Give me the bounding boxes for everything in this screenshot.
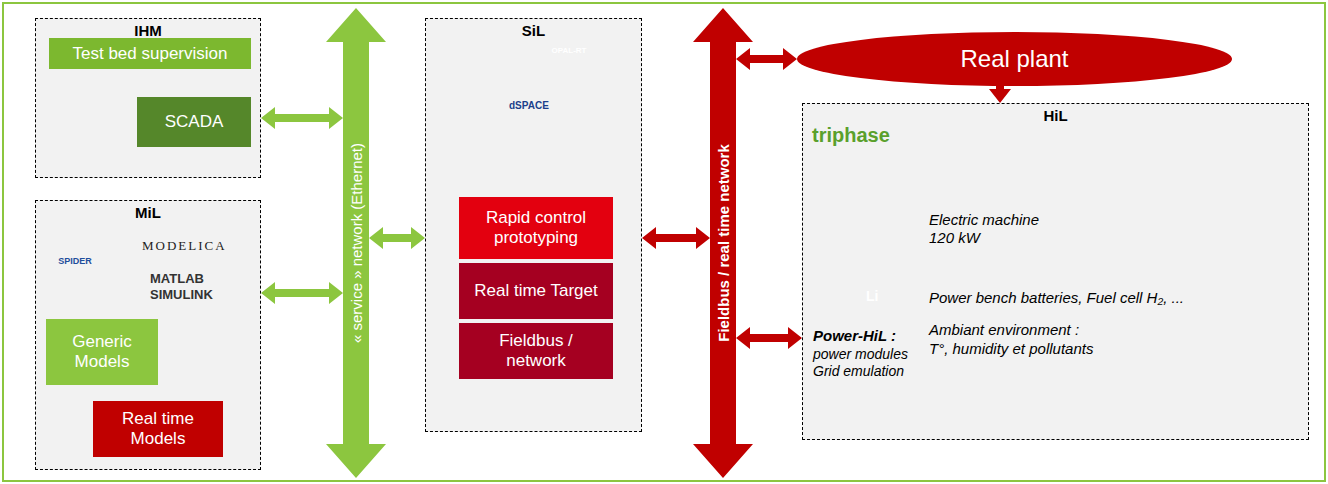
- process-box: Test bed supervision: [49, 38, 251, 69]
- double-arrow: [261, 282, 343, 304]
- double-arrow: [642, 227, 710, 249]
- box-label: SCADA: [165, 112, 224, 132]
- group-heading: HiL: [803, 107, 1308, 124]
- logo-text: OPAL-RT: [549, 46, 589, 55]
- outer-frame-part: [3, 3, 1325, 481]
- bench-note: Power bench batteries, Fuel cell H₂, ...: [929, 289, 1289, 307]
- logo-text: SIMULINK: [150, 287, 213, 302]
- double-arrow: [261, 107, 343, 129]
- group-panel: SiL Rapid control prototypingReal time Ta…: [425, 18, 642, 432]
- box-label: Test bed supervision: [73, 44, 228, 64]
- outer-frame: [3, 3, 1325, 481]
- process-box: SCADA: [137, 97, 251, 147]
- box-label: Fieldbus / network: [471, 331, 601, 370]
- ellipse-label: Real plant: [960, 45, 1068, 73]
- process-box: Fieldbus / network: [459, 323, 613, 379]
- double-arrow: [369, 227, 425, 249]
- logo-text: SPIDER: [52, 256, 98, 266]
- logo-text: MATLAB: [150, 271, 204, 286]
- group-heading: IHM: [36, 22, 260, 39]
- process-box: Real time Target: [459, 263, 613, 319]
- network-bus-arrow: Fieldbus / real time network: [710, 42, 736, 444]
- process-box: Rapid control prototyping: [459, 197, 613, 259]
- arrow: [989, 86, 1011, 103]
- logo-text: triphase: [812, 124, 890, 147]
- logo-text: MODELICA: [142, 238, 227, 254]
- group-panel: HiL Electric machine 120 kW Power-HiL :pow…: [802, 103, 1309, 440]
- environment-note: T°, humidity et pollutants: [929, 340, 1229, 358]
- logo-text: dSPACE: [509, 100, 549, 111]
- bus-label: Fieldbus / real time network: [715, 144, 732, 342]
- battery-text: Li: [866, 288, 878, 304]
- box-label: Real time Target: [474, 281, 597, 301]
- network-bus-arrow: « service » network (Ethernet): [343, 42, 369, 444]
- machine-note: Electric machine 120 kW: [929, 211, 1064, 247]
- group-heading: SiL: [426, 22, 641, 39]
- group-panel: IHM Test bed supervisionSCADA: [35, 18, 261, 178]
- power-hil-title: Power-HiL :: [813, 327, 923, 345]
- environment-title: Ambiant environment :: [929, 321, 1229, 339]
- ellipse-fill: [797, 32, 1232, 86]
- box-label: Real time Models: [105, 409, 211, 448]
- double-arrow: [736, 327, 802, 349]
- bus-arrow-fill: [326, 8, 386, 478]
- box-label: Rapid control prototyping: [471, 208, 601, 247]
- process-box: Real time Models: [93, 401, 223, 457]
- plant-ellipse: Real plant: [797, 32, 1232, 86]
- bus-label: « service » network (Ethernet): [348, 143, 365, 343]
- process-box: Generic Models: [46, 319, 158, 385]
- power-hil-note: power modules Grid emulation: [813, 346, 925, 380]
- bus-arrow-fill: [693, 8, 753, 478]
- box-label: Generic Models: [58, 332, 146, 371]
- group-heading: MiL: [36, 204, 260, 221]
- double-arrow: [736, 48, 797, 70]
